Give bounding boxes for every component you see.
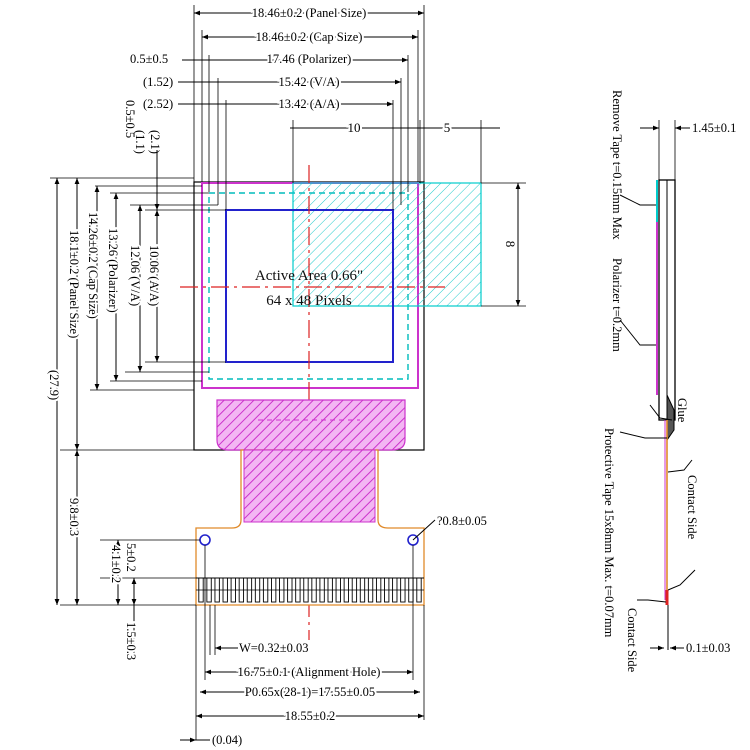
remove-tape-label: Remove Tape t=0.15mm Max bbox=[610, 90, 624, 240]
panel-height-label: 18.1±0.2 (Panel Size) bbox=[67, 230, 81, 338]
aa-height-label: 10.06 (A/A) bbox=[147, 245, 161, 306]
pad-height-label: 1.5±0.3 bbox=[124, 622, 138, 660]
pad-thickness-label: 0.1±0.03 bbox=[686, 641, 730, 655]
alignment-hole-diameter-label: ?0.8±0.05 bbox=[437, 514, 487, 528]
va-width-label: 15.42 (V/A) bbox=[278, 75, 339, 89]
pad-width-label: W=0.32±0.03 bbox=[239, 641, 308, 655]
pitch-label: P0.65x(28-1)=17.55±0.05 bbox=[245, 685, 375, 699]
va-offset-label: (1.52) bbox=[143, 75, 173, 89]
hole-position-b-label: 5±0.2 bbox=[124, 543, 138, 572]
ref-5-label: 5 bbox=[444, 120, 451, 135]
side-view: 1.45±0.1 Remove Tape t=0.15mm Max Polari… bbox=[602, 90, 736, 673]
hole-position-a-label: 4.1±0.2 bbox=[109, 545, 123, 583]
polarizer-height-label: 13.26 (Polarizer) bbox=[106, 228, 120, 313]
front-view-labels: 18.46±0.2 (Panel Size) 18.46±0.2 (Cap Si… bbox=[45, 4, 520, 747]
cap-height-label: 14.26±0.2 (Cap Size) bbox=[86, 212, 100, 319]
glue-label: Glue bbox=[675, 398, 689, 423]
polarizer-offset-label: 0.5±0.5 bbox=[130, 52, 168, 66]
front-view bbox=[180, 165, 482, 640]
contact-pads bbox=[196, 577, 424, 603]
ref-10-label: 10 bbox=[348, 120, 361, 135]
cap-size-width-label: 18.46±0.2 (Cap Size) bbox=[256, 30, 363, 44]
active-area-title: Active Area 0.66" bbox=[255, 268, 363, 284]
fpc-length-label: 9.8±0.3 bbox=[67, 498, 81, 536]
protective-tape-label: Protective Tape 15x8mm Max. t=0.07mm bbox=[602, 428, 616, 638]
total-height-label: (27.9) bbox=[47, 370, 61, 400]
top-offset-2-label: (1.1) bbox=[133, 130, 147, 154]
fpc-neck-hatch bbox=[243, 449, 376, 523]
polarizer-thickness-label: Polarizer t=0.2mm bbox=[610, 258, 624, 352]
active-area-pixels: 64 x 48 Pixels bbox=[266, 293, 352, 309]
fpc-bond-area bbox=[216, 399, 406, 451]
ref-8-label: 8 bbox=[503, 241, 518, 248]
contact-side-bottom-label: Contact Side bbox=[625, 608, 639, 673]
contact-side-top-label: Contact Side bbox=[685, 475, 699, 540]
polarizer-width-label: 17.46 (Polarizer) bbox=[267, 52, 352, 66]
aa-offset-label: (2.52) bbox=[143, 97, 173, 111]
remove-tape-text: Remove Tape t=0.15mm Max bbox=[610, 90, 624, 240]
aa-width-label: 13.42 (A/A) bbox=[278, 97, 339, 111]
side-thickness-label: 1.45±0.1 bbox=[692, 121, 736, 135]
reference-window bbox=[292, 182, 482, 307]
panel-size-width-label: 18.46±0.2 (Panel Size) bbox=[252, 6, 366, 20]
dimension-lines bbox=[50, 5, 526, 743]
total-width-label: 18.55±0.2 bbox=[285, 709, 336, 723]
top-offset-3-label: (2.1) bbox=[148, 130, 162, 154]
va-height-label: 12.06 (V/A) bbox=[128, 245, 142, 306]
edge-offset-label: (0.04) bbox=[212, 733, 242, 747]
top-offset-1-label: 0.5±0.5 bbox=[123, 100, 137, 138]
alignment-hole-distance-label: 16.75±0.1 (Alignment Hole) bbox=[238, 665, 381, 679]
